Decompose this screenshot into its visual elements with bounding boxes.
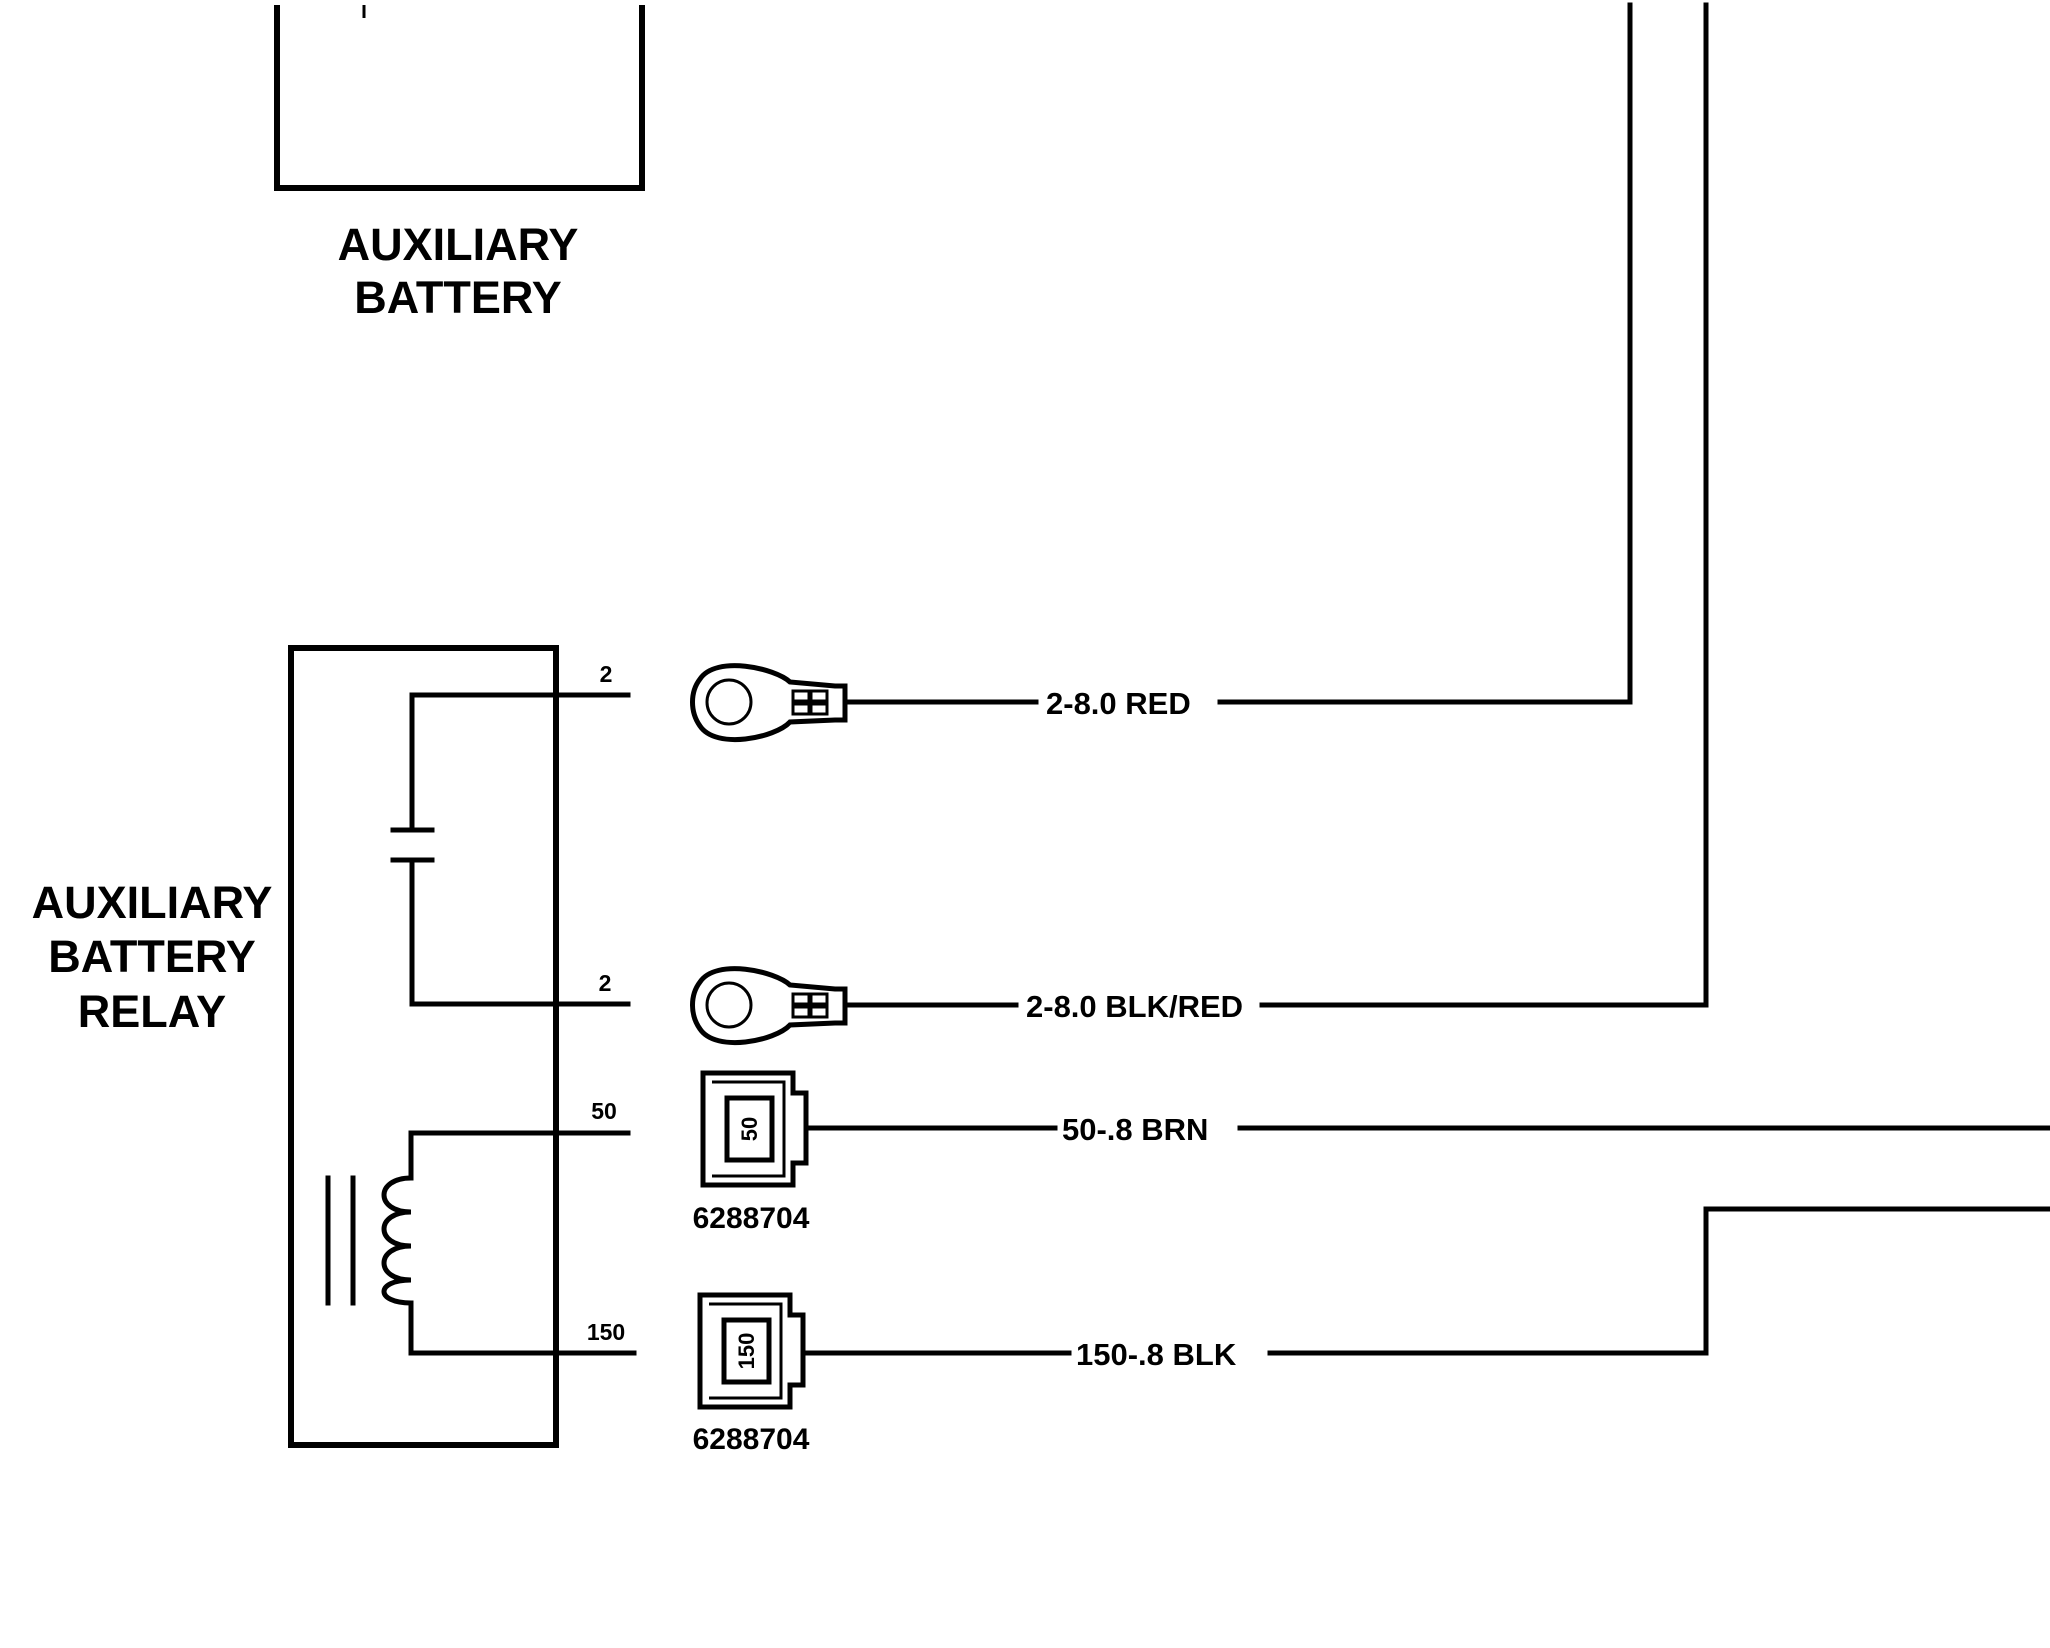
auxiliary-battery-symbol	[274, 5, 645, 191]
ring-terminal-icon	[690, 966, 848, 1045]
connector-50-part-number: 6288704	[693, 1202, 810, 1235]
wire-label-red: 2-8.0 RED	[1046, 686, 1191, 721]
connector-50-number: 50	[737, 1117, 762, 1141]
blade-connector-icon: 150	[697, 1292, 806, 1410]
auxiliary-battery-label-line2: BATTERY	[354, 272, 562, 323]
connector-150-part-number: 6288704	[693, 1423, 810, 1456]
pin-label-2-bottom: 2	[599, 970, 612, 996]
wire-label-blk: 150-.8 BLK	[1076, 1337, 1237, 1372]
feed-wires	[1217, 2, 1709, 1008]
connector-150-number: 150	[734, 1333, 759, 1370]
relay-label-line2: BATTERY	[48, 931, 256, 982]
ring-terminal-icon	[690, 663, 848, 742]
pin-label-2-top: 2	[600, 661, 613, 687]
pin-label-150: 150	[587, 1319, 625, 1345]
relay-label-line1: AUXILIARY	[32, 877, 273, 928]
wire-label-brn: 50-.8 BRN	[1062, 1112, 1208, 1147]
relay-coil-symbol	[325, 1130, 637, 1356]
relay-contact-symbol	[390, 692, 631, 1007]
blade-connector-icon: 50	[700, 1070, 809, 1188]
wire-label-blk-red: 2-8.0 BLK/RED	[1026, 989, 1243, 1024]
pin-label-50: 50	[591, 1098, 617, 1124]
auxiliary-battery-label-line1: AUXILIARY	[338, 219, 579, 270]
auxiliary-battery-relay-box	[288, 645, 559, 1448]
relay-label-line3: RELAY	[78, 986, 226, 1037]
